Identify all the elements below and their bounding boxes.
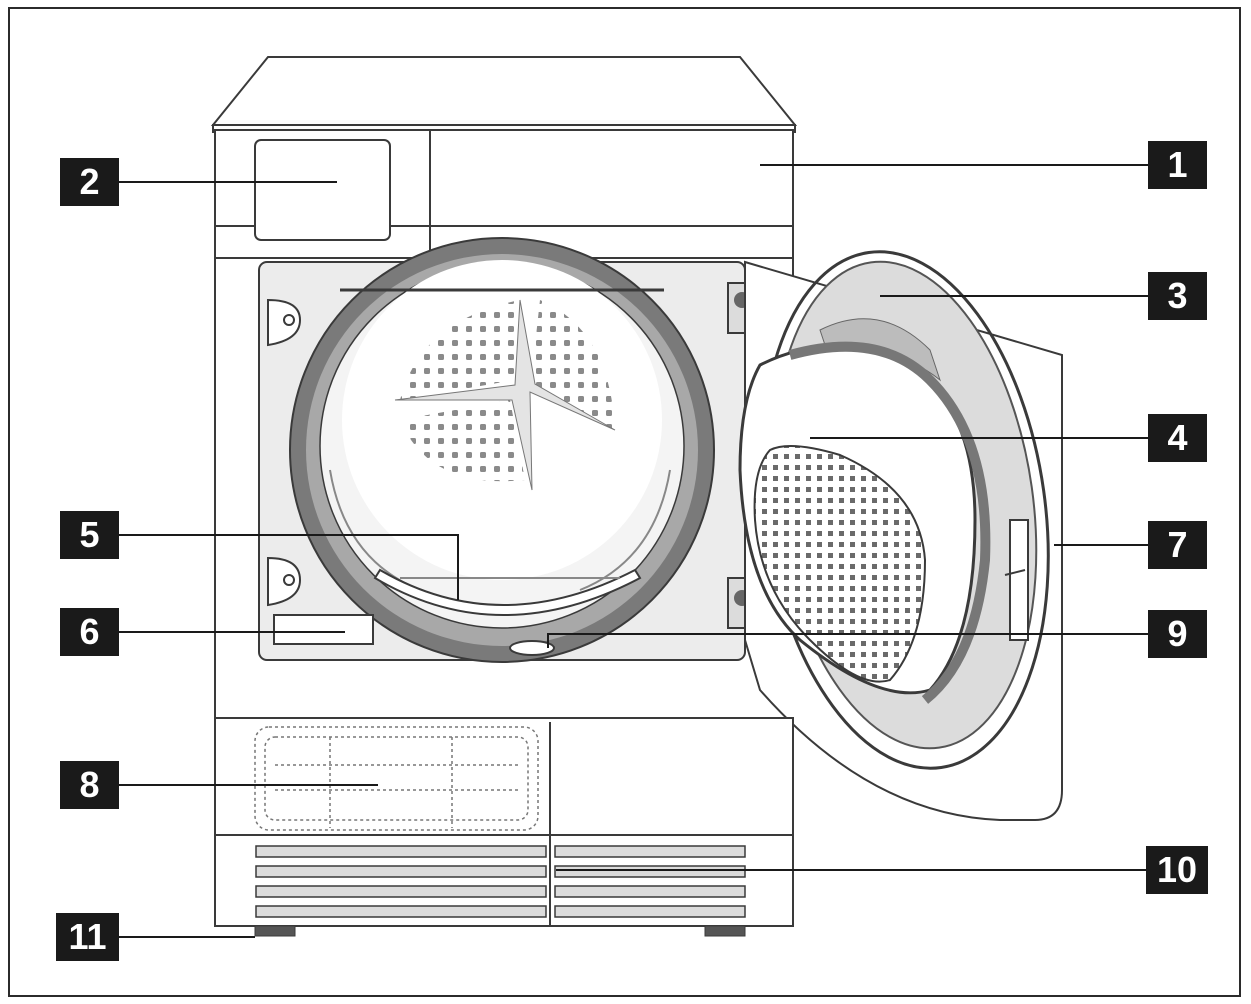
leader-5 xyxy=(119,534,459,600)
callout-7: 7 xyxy=(1148,521,1207,569)
callout-8: 8 xyxy=(60,761,119,809)
top-cover xyxy=(210,56,798,133)
callout-10: 10 xyxy=(1146,846,1208,894)
callout-11: 11 xyxy=(56,913,119,961)
callout-2: 2 xyxy=(60,158,119,206)
callout-4: 4 xyxy=(1148,414,1207,462)
diagram-frame xyxy=(8,7,1241,997)
callout-1: 1 xyxy=(1148,141,1207,189)
ventilation-grille xyxy=(255,845,746,918)
door-catch-lower xyxy=(267,556,302,607)
callout-9: 9 xyxy=(1148,610,1207,658)
heat-exchanger xyxy=(254,726,539,831)
moisture-sensor xyxy=(509,640,555,656)
callout-3: 3 xyxy=(1148,272,1207,320)
fluff-filter-slot xyxy=(373,568,642,616)
open-door xyxy=(738,250,1063,821)
callout-5: 5 xyxy=(60,511,119,559)
callout-6: 6 xyxy=(60,608,119,656)
leader-9 xyxy=(547,633,1148,648)
leader-lines xyxy=(119,164,1148,938)
adjustable-feet xyxy=(254,925,746,937)
door-catch-upper xyxy=(267,298,302,347)
drum xyxy=(289,237,715,663)
rating-plate xyxy=(273,614,374,645)
water-tank-drawer xyxy=(254,139,391,241)
